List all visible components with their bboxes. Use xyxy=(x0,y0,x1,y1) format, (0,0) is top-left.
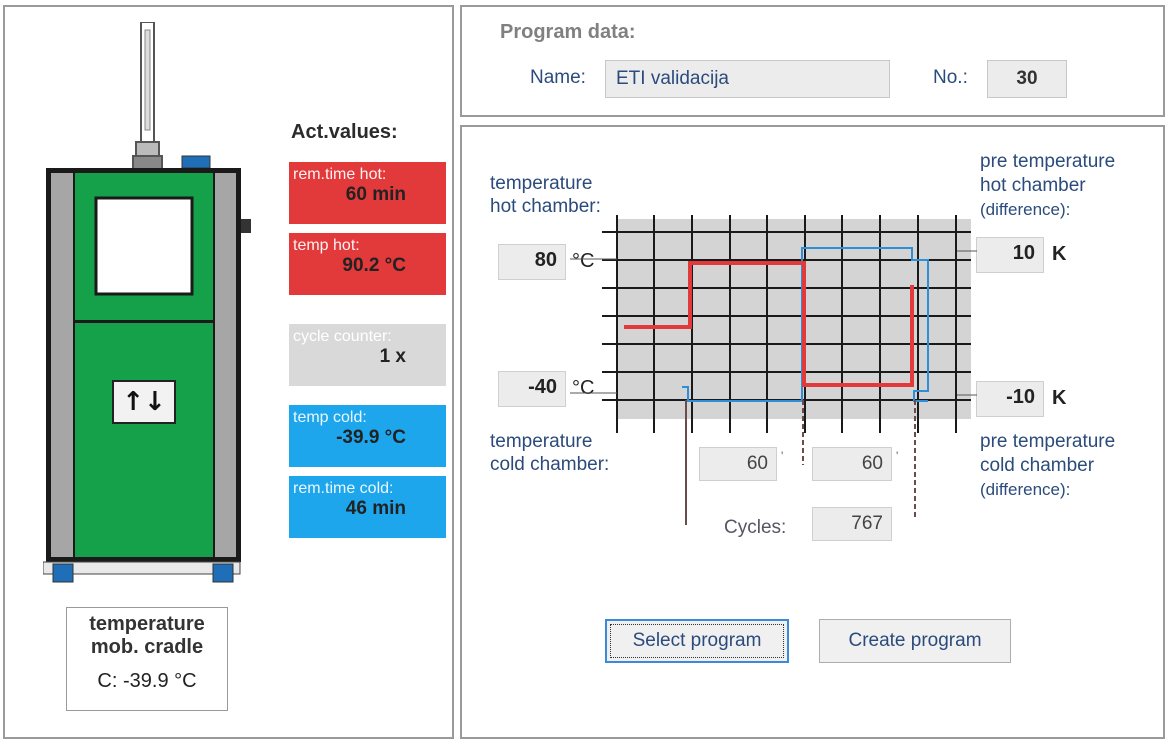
hot-dwell-time-unit: ' xyxy=(781,449,784,463)
temp-cold-box: temp cold: -39.9 °C xyxy=(289,405,446,467)
pre-cold-label-3: (difference): xyxy=(980,480,1071,499)
temp-cold-value: -39.9 °C xyxy=(336,427,406,448)
program-name-field[interactable]: ETI validacija xyxy=(605,60,890,98)
pre-cold-field[interactable]: -10 xyxy=(976,381,1044,417)
cold-chamber-label-1: temperature xyxy=(490,431,593,452)
select-program-button[interactable]: Select program xyxy=(605,619,789,663)
temp-hot-value: 90.2 °C xyxy=(342,255,406,276)
temp-hot-label: temp hot: xyxy=(293,237,360,254)
temp-hot-box: temp hot: 90.2 °C xyxy=(289,233,446,295)
program-number-label: No.: xyxy=(933,67,968,88)
cycles-field[interactable]: 767 xyxy=(812,507,892,541)
pre-hot-unit: K xyxy=(1052,243,1067,265)
rem-time-hot-value: 60 min xyxy=(345,184,406,205)
rem-time-cold-value: 46 min xyxy=(345,498,406,519)
temperature-profile-graph xyxy=(570,215,977,525)
cycles-label: Cycles: xyxy=(724,517,787,538)
pre-cold-unit: K xyxy=(1052,387,1067,409)
cycle-counter-box: cycle counter: 1 x xyxy=(289,324,446,386)
chamber-status-panel: ↑↓ Act.values: rem.time hot: 60 min temp… xyxy=(3,5,454,739)
mob-cradle-temperature-box: temperature mob. cradle C: -39.9 °C xyxy=(66,607,228,711)
pre-hot-label-1: pre temperature xyxy=(980,151,1116,172)
rem-time-cold-box: rem.time cold: 46 min xyxy=(289,476,446,538)
test-chamber-illustration xyxy=(43,22,251,583)
top-connector xyxy=(181,155,211,169)
graph-grid xyxy=(602,215,971,433)
program-data-title: Program data: xyxy=(500,21,636,43)
mob-cradle-label-1: temperature xyxy=(89,613,205,635)
chamber-window xyxy=(94,196,194,296)
cycle-counter-label: cycle counter: xyxy=(293,328,392,345)
sensor-mount xyxy=(135,141,160,157)
create-program-button[interactable]: Create program xyxy=(819,619,1011,663)
pre-hot-label-3: (difference): xyxy=(980,200,1071,219)
pre-cold-label-1: pre temperature xyxy=(980,431,1116,452)
cold-temperature-field[interactable]: -40 xyxy=(498,371,566,407)
temperature-profile-line xyxy=(624,261,914,387)
pre-cold-label-2: cold chamber xyxy=(980,455,1095,476)
rem-time-cold-label: rem.time cold: xyxy=(293,480,394,497)
act-values-title: Act.values: xyxy=(291,121,398,143)
hot-chamber-label-1: temperature xyxy=(490,173,593,194)
program-number-field[interactable]: 30 xyxy=(987,60,1067,98)
mob-cradle-label-2: mob. cradle xyxy=(90,636,204,658)
lower-door xyxy=(75,323,213,557)
rem-time-hot-label: rem.time hot: xyxy=(293,166,387,183)
hot-dwell-time-field[interactable]: 60 xyxy=(699,447,777,481)
base-plate xyxy=(43,561,241,575)
cycle-counter-value: 1 x xyxy=(379,346,406,367)
cold-chamber-label-2: cold chamber: xyxy=(490,454,610,475)
mob-cradle-value: C: -39.9 °C xyxy=(97,670,197,692)
program-profile-panel: temperature hot chamber: 80 °C -40 °C te… xyxy=(460,125,1165,739)
pre-hot-label-2: hot chamber xyxy=(980,175,1086,196)
hot-chamber-label-2: hot chamber: xyxy=(490,196,601,217)
pre-hot-field[interactable]: 10 xyxy=(976,237,1044,273)
hot-temperature-field[interactable]: 80 xyxy=(498,244,566,280)
temp-cold-label: temp cold: xyxy=(293,409,367,426)
program-name-label: Name: xyxy=(530,67,586,88)
hot-temperature-unit: °C xyxy=(572,250,595,272)
cold-dwell-time-field[interactable]: 60 xyxy=(812,447,892,481)
up-down-arrows-icon[interactable]: ↑↓ xyxy=(112,380,176,424)
program-data-panel: Program data: Name: ETI validacija No.: … xyxy=(460,5,1165,117)
rem-time-hot-box: rem.time hot: 60 min xyxy=(289,162,446,224)
cold-dwell-time-unit: ' xyxy=(896,449,899,463)
